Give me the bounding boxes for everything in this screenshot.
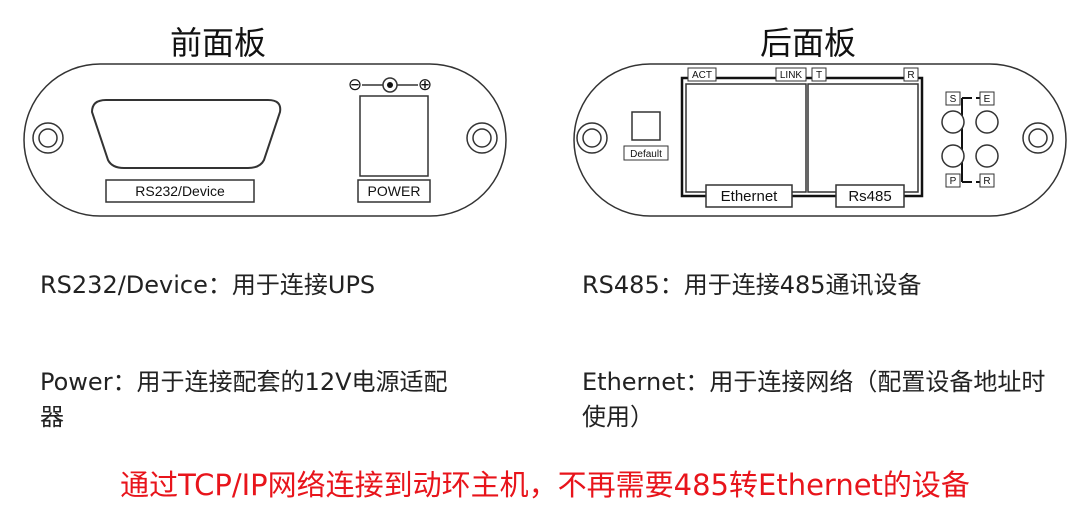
link-label: LINK	[780, 70, 803, 81]
right-mount-hole-icon	[466, 122, 498, 154]
power-description: Power：用于连接配套的12V电源适配器	[40, 368, 448, 431]
r-led-label: R	[983, 176, 990, 187]
led-s-icon	[941, 110, 965, 134]
r-led-label-box	[979, 173, 995, 188]
default-button-icon	[631, 111, 661, 141]
rear-panel-diagram: Default ACT LINK T R Ethernet Rs485 S E …	[573, 63, 1067, 217]
link-label-box	[775, 67, 807, 82]
ethernet-label-box	[705, 184, 793, 208]
ethernet-label: Ethernet	[721, 188, 779, 205]
default-label-box	[623, 145, 669, 161]
right-mount-hole-icon	[1022, 122, 1054, 154]
front-panel-title: 前面板	[170, 24, 267, 62]
act-label-box	[687, 67, 717, 82]
e-label: E	[984, 94, 991, 105]
led-r-icon	[975, 144, 999, 168]
rs485-label-box	[835, 184, 905, 208]
rs232-label-box	[105, 179, 255, 203]
ethernet-description: Ethernet：用于连接网络（配置设备地址时使用）	[582, 368, 1046, 431]
r-top-label: R	[907, 70, 914, 81]
front-panel-diagram: RS232/Device ⊖ ⊕ POWER	[23, 63, 507, 217]
power-label: POWER	[368, 183, 421, 199]
ethernet-port-icon	[685, 83, 807, 193]
default-label: Default	[630, 149, 662, 160]
rear-panel-title: 后面板	[760, 24, 857, 62]
r-top-label-box	[903, 67, 919, 82]
power-positive-icon: ⊕	[418, 75, 432, 94]
rs232-label: RS232/Device	[135, 183, 225, 199]
e-label-box	[979, 91, 995, 106]
rs232-port-icon	[90, 99, 282, 169]
act-label: ACT	[692, 70, 712, 81]
power-jack-icon	[359, 95, 429, 177]
power-negative-icon: ⊖	[348, 75, 362, 94]
power-label-box	[357, 179, 431, 203]
rs485-port-icon	[807, 83, 919, 193]
t-label-box	[811, 67, 827, 82]
s-label-box	[945, 91, 961, 106]
p-label-box	[945, 173, 961, 188]
footer-note: 通过TCP/IP网络连接到动环主机，不再需要485转Ethernet的设备	[120, 468, 970, 502]
left-mount-hole-icon	[576, 122, 608, 154]
rs232-description: RS232/Device：用于连接UPS	[40, 271, 376, 299]
rs485-description: RS485：用于连接485通讯设备	[582, 271, 922, 299]
p-label: P	[950, 176, 957, 187]
front-panel-outline	[23, 63, 507, 217]
t-label: T	[816, 70, 822, 81]
led-e-icon	[975, 110, 999, 134]
left-mount-hole-icon	[32, 122, 64, 154]
led-p-icon	[941, 144, 965, 168]
rs485-label: Rs485	[848, 188, 891, 205]
s-label: S	[950, 94, 957, 105]
